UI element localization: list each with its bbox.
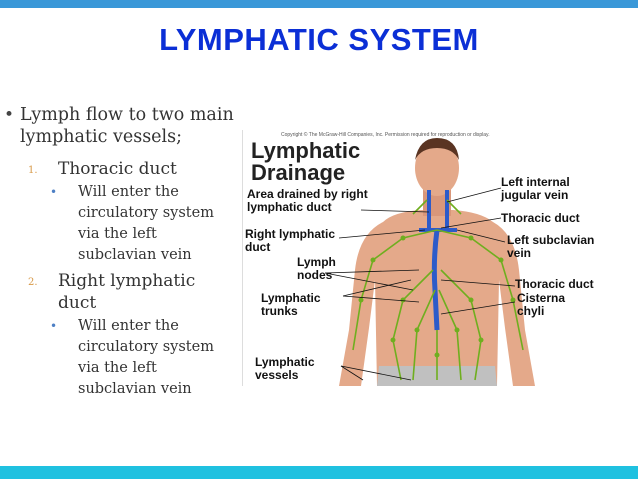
list-item-2: 2. Right lymphatic duct — [4, 270, 234, 314]
thoracic-duct-line — [431, 229, 440, 331]
label-line: trunks — [261, 304, 298, 318]
slide-title: LYMPHATIC SYSTEM — [159, 22, 479, 57]
sub-bullet-text: Will enter the circulatory system via th… — [78, 184, 214, 263]
label-line: chyli — [517, 304, 545, 318]
label-line: Cisterna — [517, 291, 566, 305]
label-left-jugular-vein: Left internal jugular vein — [501, 176, 570, 202]
list-number: 1. — [28, 165, 38, 176]
label-area-drained: Area drained by right lymphatic duct — [247, 188, 368, 214]
label-left-subclavian-vein: Left subclavian vein — [507, 234, 594, 260]
label-thoracic-duct-top: Thoracic duct — [501, 211, 580, 225]
top-accent-bar — [0, 0, 638, 8]
list-item-label: Thoracic duct — [58, 159, 177, 179]
sub-bullet-dot-icon: • — [50, 319, 58, 333]
lymphatic-drainage-figure: Copyright © The McGraw-Hill Companies, I… — [242, 130, 623, 386]
label-line: Lymphatic — [261, 291, 321, 305]
list-item-label: Right lymphatic duct — [58, 271, 196, 313]
label-lymph-nodes: Lymph nodes — [297, 256, 336, 282]
label-lymphatic-vessels: Lymphatic vessels — [255, 356, 315, 382]
label-line: Left subclavian — [507, 233, 595, 247]
leader-lines — [324, 187, 516, 381]
list-item-1: 1. Thoracic duct — [4, 158, 234, 180]
sub-bullet-1: • Will enter the circulatory system via … — [4, 182, 234, 266]
sub-bullet-2: • Will enter the circulatory system via … — [4, 316, 234, 400]
label-line: Left internal — [501, 175, 570, 189]
label-line: Right lymphatic — [245, 227, 336, 241]
sub-bullet-text: Will enter the circulatory system via th… — [78, 318, 214, 397]
sub-bullet-dot-icon: • — [50, 185, 58, 199]
label-thoracic-duct-bottom: Thoracic duct — [515, 277, 594, 291]
figure-title-line2: Drainage — [251, 160, 346, 185]
bullet-list: • Lymph flow to two main lymphatic vesse… — [4, 104, 234, 404]
lymph-node-dots — [358, 235, 516, 358]
head — [415, 140, 459, 196]
figure-title: Lymphatic Drainage — [251, 140, 360, 184]
label-right-lymphatic-duct: Right lymphatic duct — [245, 228, 335, 254]
hair — [415, 138, 459, 160]
label-line: vessels — [255, 368, 299, 382]
label-line: jugular vein — [501, 188, 569, 202]
label-line: Area drained by right — [247, 187, 368, 201]
figure-title-line1: Lymphatic — [251, 138, 361, 163]
body-illustration — [324, 138, 535, 386]
copyright-note: Copyright © The McGraw-Hill Companies, I… — [281, 132, 490, 138]
label-line: nodes — [297, 268, 333, 282]
bullet-main-text: Lymph flow to two main lymphatic vessels… — [20, 105, 234, 147]
label-line: Lymph — [297, 255, 336, 269]
bullet-main: • Lymph flow to two main lymphatic vesse… — [4, 104, 234, 148]
label-line: Lymphatic — [255, 355, 315, 369]
list-number: 2. — [28, 277, 38, 288]
label-line: vein — [507, 246, 532, 260]
label-line: duct — [245, 240, 271, 254]
label-cisterna-chyli: Cisterna chyli — [517, 292, 565, 318]
label-lymphatic-trunks: Lymphatic trunks — [261, 292, 321, 318]
bottom-accent-bar — [0, 466, 638, 479]
label-line: lymphatic duct — [247, 200, 332, 214]
bullet-dot-icon: • — [4, 105, 15, 125]
